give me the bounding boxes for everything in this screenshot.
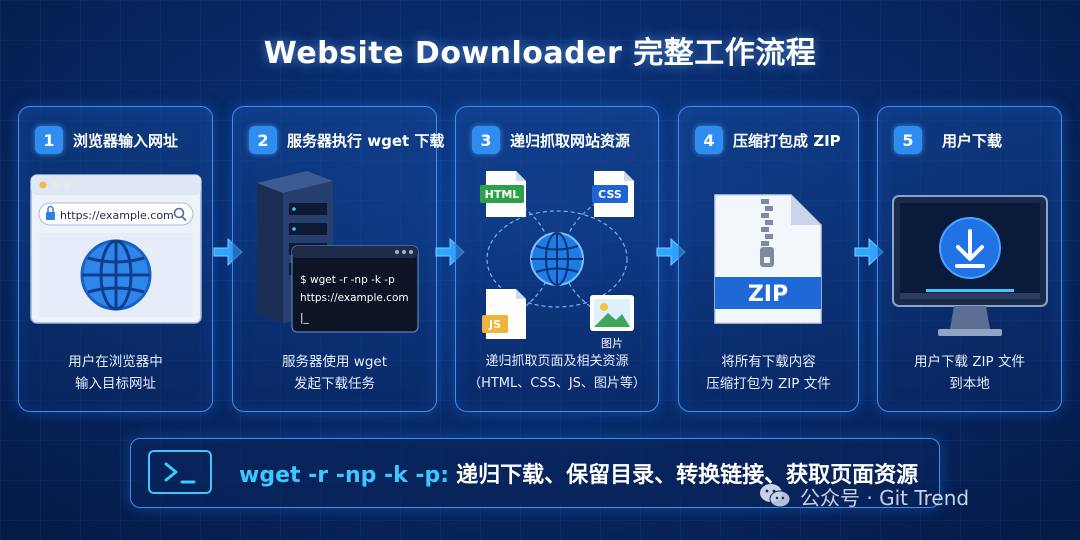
step-card-3: 3 递归抓取网站资源 HTML CSS [455,106,659,412]
browser-window-icon: https://example.com [30,174,202,324]
url-text: https://example.com [60,209,174,222]
step-header: 5 用户下载 [894,125,1051,155]
desc-line: 服务器使用 wget [281,354,387,370]
step-header: 1 浏览器输入网址 [35,125,202,155]
zip-file-icon: ZIP [714,194,822,324]
download-icon [939,217,1001,279]
js-label: JS [488,318,501,331]
globe-icon [530,232,584,286]
step-number: 3 [472,126,500,154]
step-description: 将所有下载内容 压缩打包为 ZIP 文件 [679,351,858,395]
step-title: 用户下载 [942,131,1003,150]
monitor-icon [892,195,1048,336]
step-header: 3 递归抓取网站资源 [472,125,648,155]
command-summary-box: wget -r -np -k -p: 递归下载、保留目录、转换链接、获取页面资源 [130,438,940,508]
image-file-icon: 图片 [590,295,634,350]
desc-line: 用户在浏览器中 [68,354,163,370]
desc-line: （HTML、CSS、JS、图片等） [468,376,646,391]
step-header: 2 服务器执行 wget 下载 [249,125,444,155]
step-description: 递归抓取页面及相关资源 （HTML、CSS、JS、图片等） [456,351,658,395]
step-number: 4 [695,126,723,154]
globe-icon [80,239,152,311]
desc-line: 输入目标网址 [75,376,156,392]
css-file-icon: CSS [592,171,634,217]
step-number: 1 [35,126,63,154]
html-file-icon: HTML [480,171,526,217]
image-label: 图片 [601,337,623,350]
step-card-4: 4 压缩打包成 ZIP ZIP 将所有下载内容 压缩打包为 ZIP 文件 [678,106,859,412]
page-title: Website Downloader 完整工作流程 [263,36,817,71]
zip-label: ZIP [748,282,788,307]
step-description: 用户在浏览器中 输入目标网址 [19,351,212,395]
css-label: CSS [598,188,622,201]
step-title: 压缩打包成 ZIP [733,131,841,150]
step-description: 服务器使用 wget 发起下载任务 [233,351,436,395]
step-card-5: 5 用户下载 用户下载 ZIP 文件 到本地 [877,106,1062,412]
desc-line: 递归抓取页面及相关资源 [485,354,629,369]
step-title: 服务器执行 wget 下载 [287,131,445,150]
terminal-line: $ wget -r -np -k -p [300,274,395,286]
js-file-icon: JS [482,289,526,339]
step-title: 浏览器输入网址 [73,131,179,150]
arrow-right-icon [854,237,884,267]
desc-line: 将所有下载内容 [721,354,816,370]
step-number: 5 [894,126,922,154]
command-description: 递归下载、保留目录、转换链接、获取页面资源 [456,463,919,488]
command-text: wget -r -np -k -p: 递归下载、保留目录、转换链接、获取页面资源 [239,457,918,489]
lock-icon [46,205,55,220]
resource-diagram: HTML CSS JS 图片 [480,171,634,350]
desc-line: 用户下载 ZIP 文件 [914,354,1025,370]
terminal-window-icon: $ wget -r -np -k -p https://example.com … [291,245,419,333]
step-card-2: 2 服务器执行 wget 下载 $ wget -r -np -k -p http… [232,106,444,412]
step-card-1: 1 浏览器输入网址 https://example.com 用户在浏览器中 [18,106,213,412]
command-code: wget -r -np -k -p: [239,463,450,488]
desc-line: 发起下载任务 [294,376,375,392]
wechat-icon [760,484,791,508]
step-header: 4 压缩打包成 ZIP [695,125,848,155]
step-number: 2 [249,126,277,154]
watermark: 公众号 · Git Trend [758,481,969,511]
terminal-line: https://example.com [300,292,409,304]
step-title: 递归抓取网站资源 [510,131,631,150]
desc-line: 到本地 [949,376,990,392]
terminal-icon [148,450,212,494]
step-description: 用户下载 ZIP 文件 到本地 [878,351,1061,395]
html-label: HTML [485,188,520,201]
desc-line: 压缩打包为 ZIP 文件 [706,376,831,392]
search-icon [173,207,187,222]
terminal-cursor: |_ [300,312,310,324]
watermark-text: 公众号 · Git Trend [800,485,970,510]
